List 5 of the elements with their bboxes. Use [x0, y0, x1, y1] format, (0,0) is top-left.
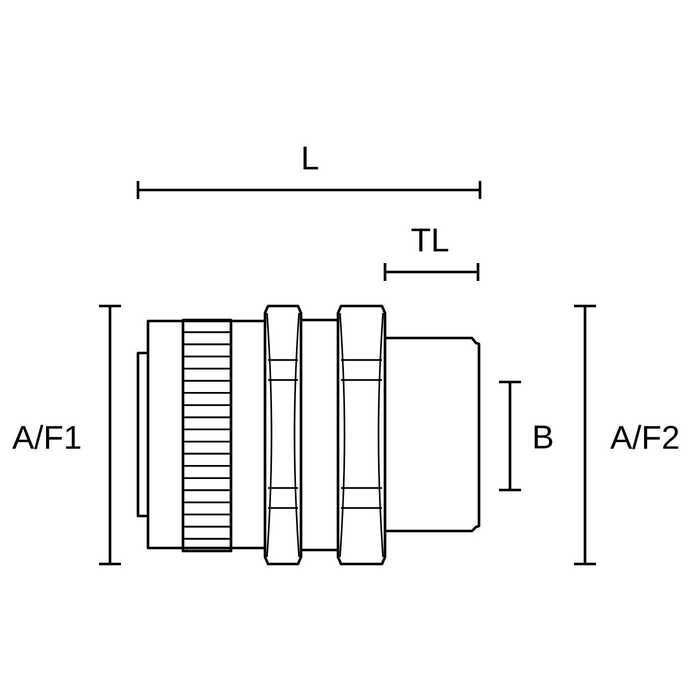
dimension-label: A/F1	[12, 424, 80, 450]
dimension-label: A/F2	[610, 424, 678, 450]
dimension-label: B	[534, 426, 552, 448]
dimension-label: L	[304, 146, 318, 170]
dimension-label: TL	[412, 228, 448, 252]
